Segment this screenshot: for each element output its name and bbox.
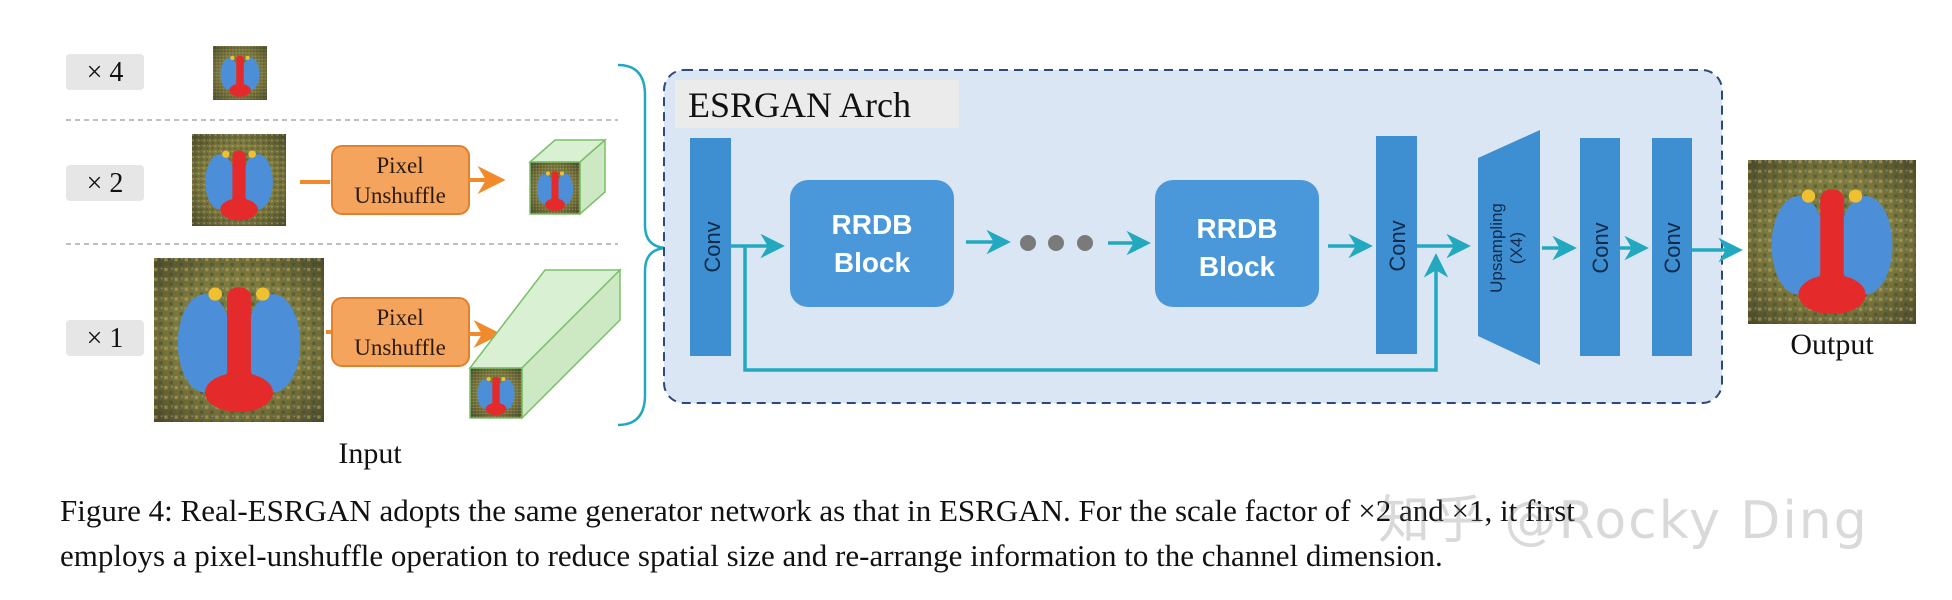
svg-text:Conv: Conv	[1588, 222, 1613, 273]
conv-block-2: Conv	[1376, 136, 1417, 354]
svg-text:Conv: Conv	[700, 221, 725, 272]
svg-text:Pixel: Pixel	[376, 153, 423, 178]
output-image	[1748, 160, 1916, 324]
rrdb-block-1: RRDB Block	[790, 180, 954, 307]
svg-text:ESRGAN Arch: ESRGAN Arch	[688, 85, 911, 125]
caption-line-2: employs a pixel-unshuffle operation to r…	[60, 538, 1443, 573]
scale-tag-x1: × 1	[66, 320, 144, 356]
input-image-x1	[154, 258, 324, 422]
svg-text:(X4): (X4)	[1507, 232, 1526, 264]
skip-connection-line	[743, 246, 1449, 372]
svg-text:Conv: Conv	[1385, 220, 1410, 271]
scale-tag-x4: × 4	[66, 54, 144, 90]
input-curly-brace	[617, 63, 669, 427]
input-image-x2	[192, 134, 286, 226]
output-label: Output	[1790, 328, 1874, 361]
svg-text:Block: Block	[1199, 251, 1276, 282]
conv-block-1: Conv	[690, 138, 731, 356]
svg-text:× 1: × 1	[87, 323, 124, 354]
svg-text:× 4: × 4	[87, 57, 124, 88]
svg-text:RRDB: RRDB	[832, 209, 913, 240]
rrdb-block-2: RRDB Block	[1155, 180, 1319, 307]
svg-text:Conv: Conv	[1660, 222, 1685, 273]
caption-line-1: Figure 4: Real-ESRGAN adopts the same ge…	[60, 493, 1575, 528]
input-image-x4	[213, 46, 267, 100]
conv-block-3: Conv	[1580, 138, 1620, 356]
input-label: Input	[338, 437, 402, 470]
svg-text:Block: Block	[834, 247, 911, 278]
svg-text:RRDB: RRDB	[1197, 213, 1278, 244]
arch-title: ESRGAN Arch	[675, 80, 959, 128]
upsampling-block: Upsampling (X4)	[1478, 130, 1540, 365]
pixel-unshuffle-box-x2: Pixel Unshuffle	[331, 145, 470, 215]
scale-tag-x2: × 2	[66, 165, 144, 201]
svg-text:× 2: × 2	[87, 168, 124, 199]
tensor-prism-x1	[468, 268, 622, 420]
ellipsis-dots	[1020, 235, 1093, 251]
svg-text:Upsampling: Upsampling	[1487, 203, 1506, 293]
svg-text:Unshuffle: Unshuffle	[354, 183, 446, 208]
pixel-unshuffle-box-x1: Pixel Unshuffle	[331, 297, 470, 367]
svg-text:Unshuffle: Unshuffle	[354, 335, 446, 360]
watermark: 知乎 @Rocky Ding	[1378, 491, 1869, 551]
conv-block-4: Conv	[1652, 138, 1692, 356]
figure-caption: Figure 4: Real-ESRGAN adopts the same ge…	[60, 488, 1920, 578]
tensor-cube-x2	[528, 138, 607, 216]
svg-text:Pixel: Pixel	[376, 305, 423, 330]
